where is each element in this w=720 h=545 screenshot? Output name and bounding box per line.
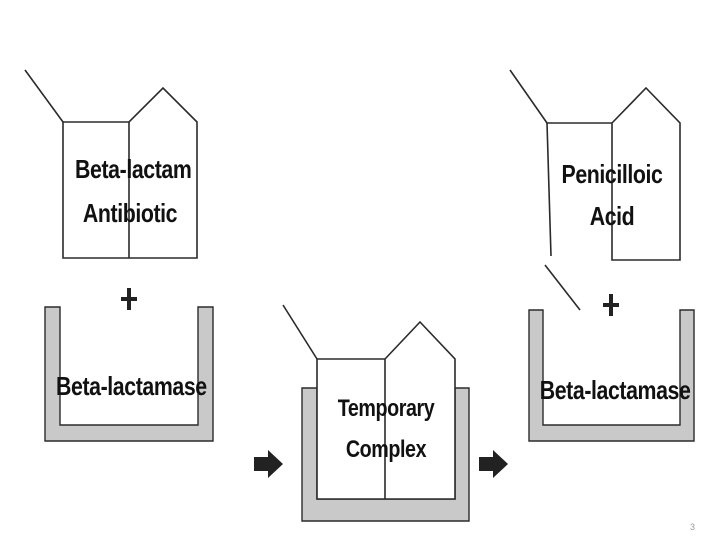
label-beta-lactamase-right: Beta-lactamase — [539, 375, 691, 405]
label-complex-line2: Complex — [345, 436, 427, 463]
label-beta-lactam-line1: Beta-lactam — [75, 154, 192, 184]
penicilloic-acid-shape — [509, 69, 681, 311]
beta-lactamase-enzyme-shape-right — [528, 309, 695, 442]
label-antibiotic-line2: Antibiotic — [82, 198, 178, 228]
beta-lactam-molecule-shape — [24, 69, 198, 259]
arrow-right-icon-1 — [254, 450, 283, 478]
label-acid-line2: Acid — [589, 201, 635, 231]
plus-icon-right — [603, 294, 619, 316]
label-beta-lactamase-left: Beta-lactamase — [56, 371, 207, 401]
arrow-right-icon-2 — [479, 450, 508, 478]
label-temporary-line1: Temporary — [337, 395, 435, 422]
plus-icon-left — [121, 288, 137, 310]
beta-lactamase-enzyme-shape-left — [44, 306, 214, 442]
page-number: 3 — [690, 522, 696, 532]
bound-antibiotic-shape — [282, 304, 456, 500]
label-penicilloic-line1: Penicilloic — [561, 159, 663, 189]
